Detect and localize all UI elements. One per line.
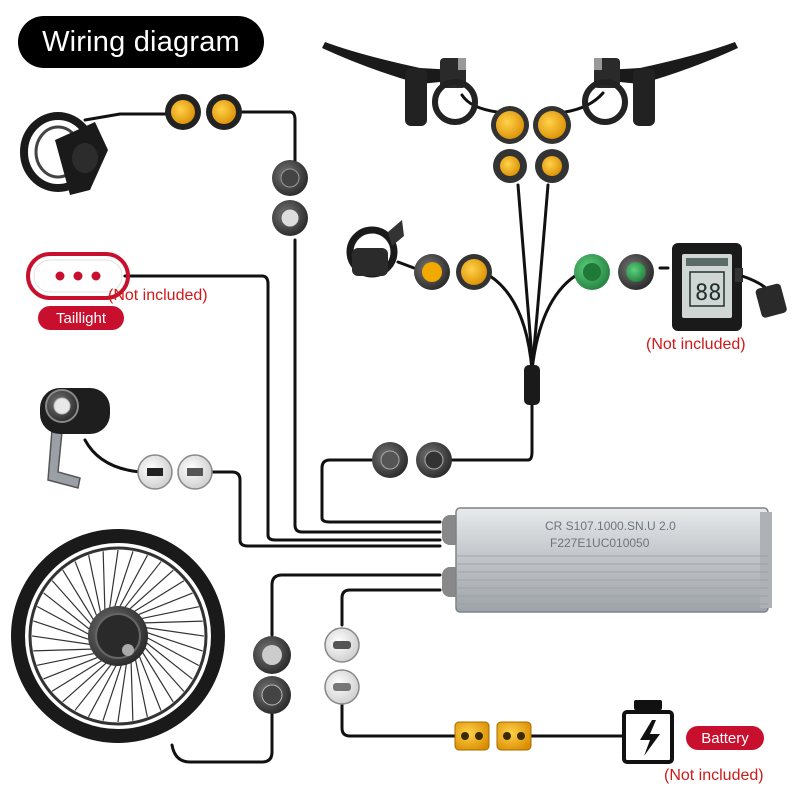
wire-display-harness [438,398,534,462]
wheel-spoke [137,606,199,620]
wheel-spoke [51,658,106,692]
wire-throttle-branch [488,274,534,372]
brake-lever-left-icon [322,42,478,126]
wheel-spoke [33,620,93,642]
brake-lever-right-icon [582,42,738,126]
wheel-spoke [31,635,94,646]
wheel-spoke [117,660,128,723]
wire-thumb-middle [396,260,416,270]
wheel-spoke [134,592,193,617]
connector-battery-xt60 [454,721,532,751]
label-taillight: Taillight [38,306,124,330]
wire-connector-to-controller [293,238,442,534]
wire-taillight [123,274,442,542]
controller-box-icon [442,507,772,613]
wheel-spoke [51,580,95,628]
wheel-spoke [62,659,110,703]
wire-display-branch [530,274,577,372]
wheel-spoke [126,569,174,613]
thumb-throttle-icon [20,112,108,195]
wheel-spoke [108,549,119,612]
wheel-spoke [102,551,106,614]
connector-throttle-middle [272,160,308,236]
wheel-spoke [143,630,203,652]
wire-headlight-1 [83,438,142,474]
harness-splice [524,365,540,405]
connector-battery-white [324,627,360,705]
wheel-spoke [102,661,124,721]
wheel-spoke [74,561,99,620]
wheel-spoke [143,640,193,680]
note-taillight-not-included: (Not included) [108,287,208,304]
wheel-spoke [140,648,174,703]
wire-battery-2 [340,703,457,738]
connector-brake-left [491,106,529,183]
controller-label-line1: CR S107.1000.SN.U 2.0 [545,519,676,533]
page-title: Wiring diagram [18,16,264,68]
wheel-spoke [134,655,148,717]
wires [83,91,670,764]
wheel-spoke [112,551,134,611]
wire-brake-left [516,183,534,372]
wire-motor-2 [170,708,274,764]
wire-motor-1 [270,573,442,637]
connector-brake-right [533,106,571,183]
battery-icon [622,700,674,764]
wheel-spoke [142,626,205,637]
connector-throttle-top [165,94,242,130]
note-display-not-included: (Not included) [646,336,746,353]
wheel-spoke [130,658,134,721]
wheel-spoke [88,555,102,617]
thumb-throttle-middle-icon [346,220,404,278]
wheel-spoke [143,635,200,667]
connector-thumb-throttle [414,254,492,290]
lcd-display-icon [672,243,787,331]
wheel-spoke [74,661,114,711]
wire-top-to-connector [238,110,297,167]
connector-display-controller [372,442,452,478]
wire-battery-1 [340,588,442,627]
wheel-spoke [43,655,102,680]
wheel-spoke [137,652,162,711]
connector-headlight [137,454,213,490]
headlight-icon [40,388,110,489]
wire-throttle-top [83,112,182,122]
wire-brake-right [530,183,550,372]
wheel-spoke [117,554,149,611]
label-battery: Battery [686,726,764,750]
wheel-spoke [33,648,96,652]
wheel-spoke [87,661,119,718]
connector-motor [253,636,291,714]
wire-brake-lever-left [460,93,499,114]
wheel-spoke [130,580,185,614]
wheel-spoke [122,561,162,611]
display-readout: 88 [695,281,722,306]
hub-motor-wheel-icon [11,529,225,743]
wheel-spoke [62,569,96,624]
note-battery-not-included: (Not included) [664,767,764,784]
wheel-spoke [140,620,203,624]
wheel-spoke [141,644,185,692]
taillight-icon [26,252,130,300]
wire-headlight-2 [210,470,442,548]
wheel-spoke [36,605,93,637]
wheel-spoke [43,592,93,632]
connector-display [574,254,654,290]
controller-label-line2: F227E1UC010050 [550,536,650,550]
wheel-spoke [37,652,99,666]
wire-display-controller [320,458,442,524]
